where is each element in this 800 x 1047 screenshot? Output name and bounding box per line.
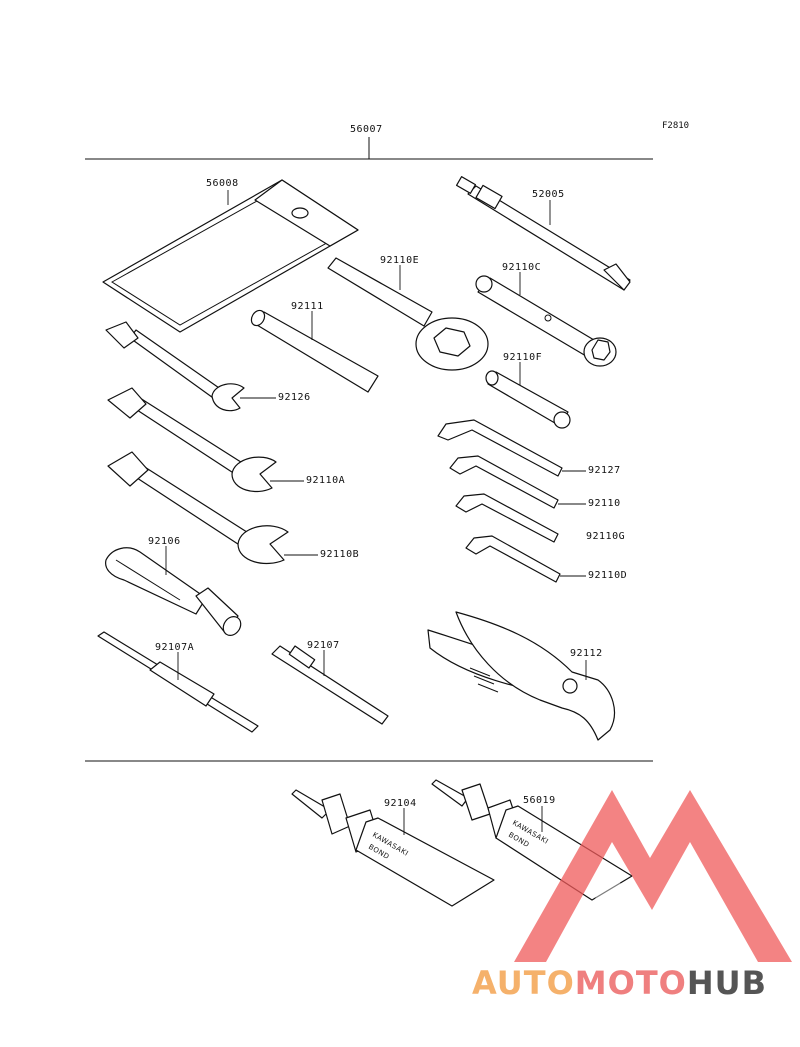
part-label-56008: 56008 bbox=[206, 178, 239, 189]
part-label-92107: 92107 bbox=[307, 640, 340, 651]
open-wrench-92110A bbox=[107, 387, 304, 493]
screwdriver-handle-92106 bbox=[105, 546, 242, 636]
socket-wrench-92110C bbox=[475, 272, 617, 367]
part-label-52005: 52005 bbox=[532, 189, 565, 200]
screwdriver-bit-92107 bbox=[271, 645, 389, 725]
part-label-92127: 92127 bbox=[588, 465, 621, 476]
socket-92110F bbox=[485, 362, 571, 429]
part-label-92110: 92110 bbox=[588, 498, 621, 509]
screwdriver-bit-92107A bbox=[97, 631, 259, 733]
part-label-92110C: 92110C bbox=[502, 262, 542, 273]
pliers-92112 bbox=[427, 611, 615, 741]
tool-pouch-56008 bbox=[102, 179, 359, 333]
figure-code: F2810 bbox=[662, 121, 690, 131]
part-label-92110D: 92110D bbox=[588, 570, 628, 581]
extension-bar-92111 bbox=[250, 309, 379, 393]
part-label-56007: 56007 bbox=[350, 124, 383, 135]
part-label-56019: 56019 bbox=[523, 795, 556, 806]
part-label-92110G: 92110G bbox=[586, 531, 626, 542]
part-label-92104: 92104 bbox=[384, 798, 417, 809]
kit-frame bbox=[85, 137, 653, 762]
automotohub-logo: AUTOMOTOHUB bbox=[472, 966, 792, 1000]
bond-tube-92104: KAWASAKI BOND bbox=[291, 789, 495, 907]
part-label-92110A: 92110A bbox=[306, 475, 346, 486]
part-label-92107A: 92107A bbox=[155, 642, 195, 653]
part-label-92110F: 92110F bbox=[503, 352, 543, 363]
part-label-92112: 92112 bbox=[570, 648, 603, 659]
handle-bar-52005 bbox=[455, 176, 631, 291]
box-wrench-92110E bbox=[327, 257, 489, 371]
part-label-92110E: 92110E bbox=[380, 255, 420, 266]
hex-keys bbox=[437, 419, 586, 583]
open-wrench-92110B bbox=[107, 451, 318, 565]
logo-part-auto: AUTO bbox=[472, 964, 575, 1002]
open-wrench-92126 bbox=[105, 321, 276, 412]
part-label-92106: 92106 bbox=[148, 536, 181, 547]
part-label-92110B: 92110B bbox=[320, 549, 360, 560]
watermark-triangle-logo bbox=[514, 790, 792, 962]
logo-part-moto: MOTO bbox=[574, 964, 687, 1002]
bond-tube-56019: KAWASAKI BOND bbox=[431, 779, 633, 901]
part-label-92126: 92126 bbox=[278, 392, 311, 403]
part-label-92111: 92111 bbox=[291, 301, 324, 312]
logo-part-hub: HUB bbox=[686, 964, 768, 1002]
